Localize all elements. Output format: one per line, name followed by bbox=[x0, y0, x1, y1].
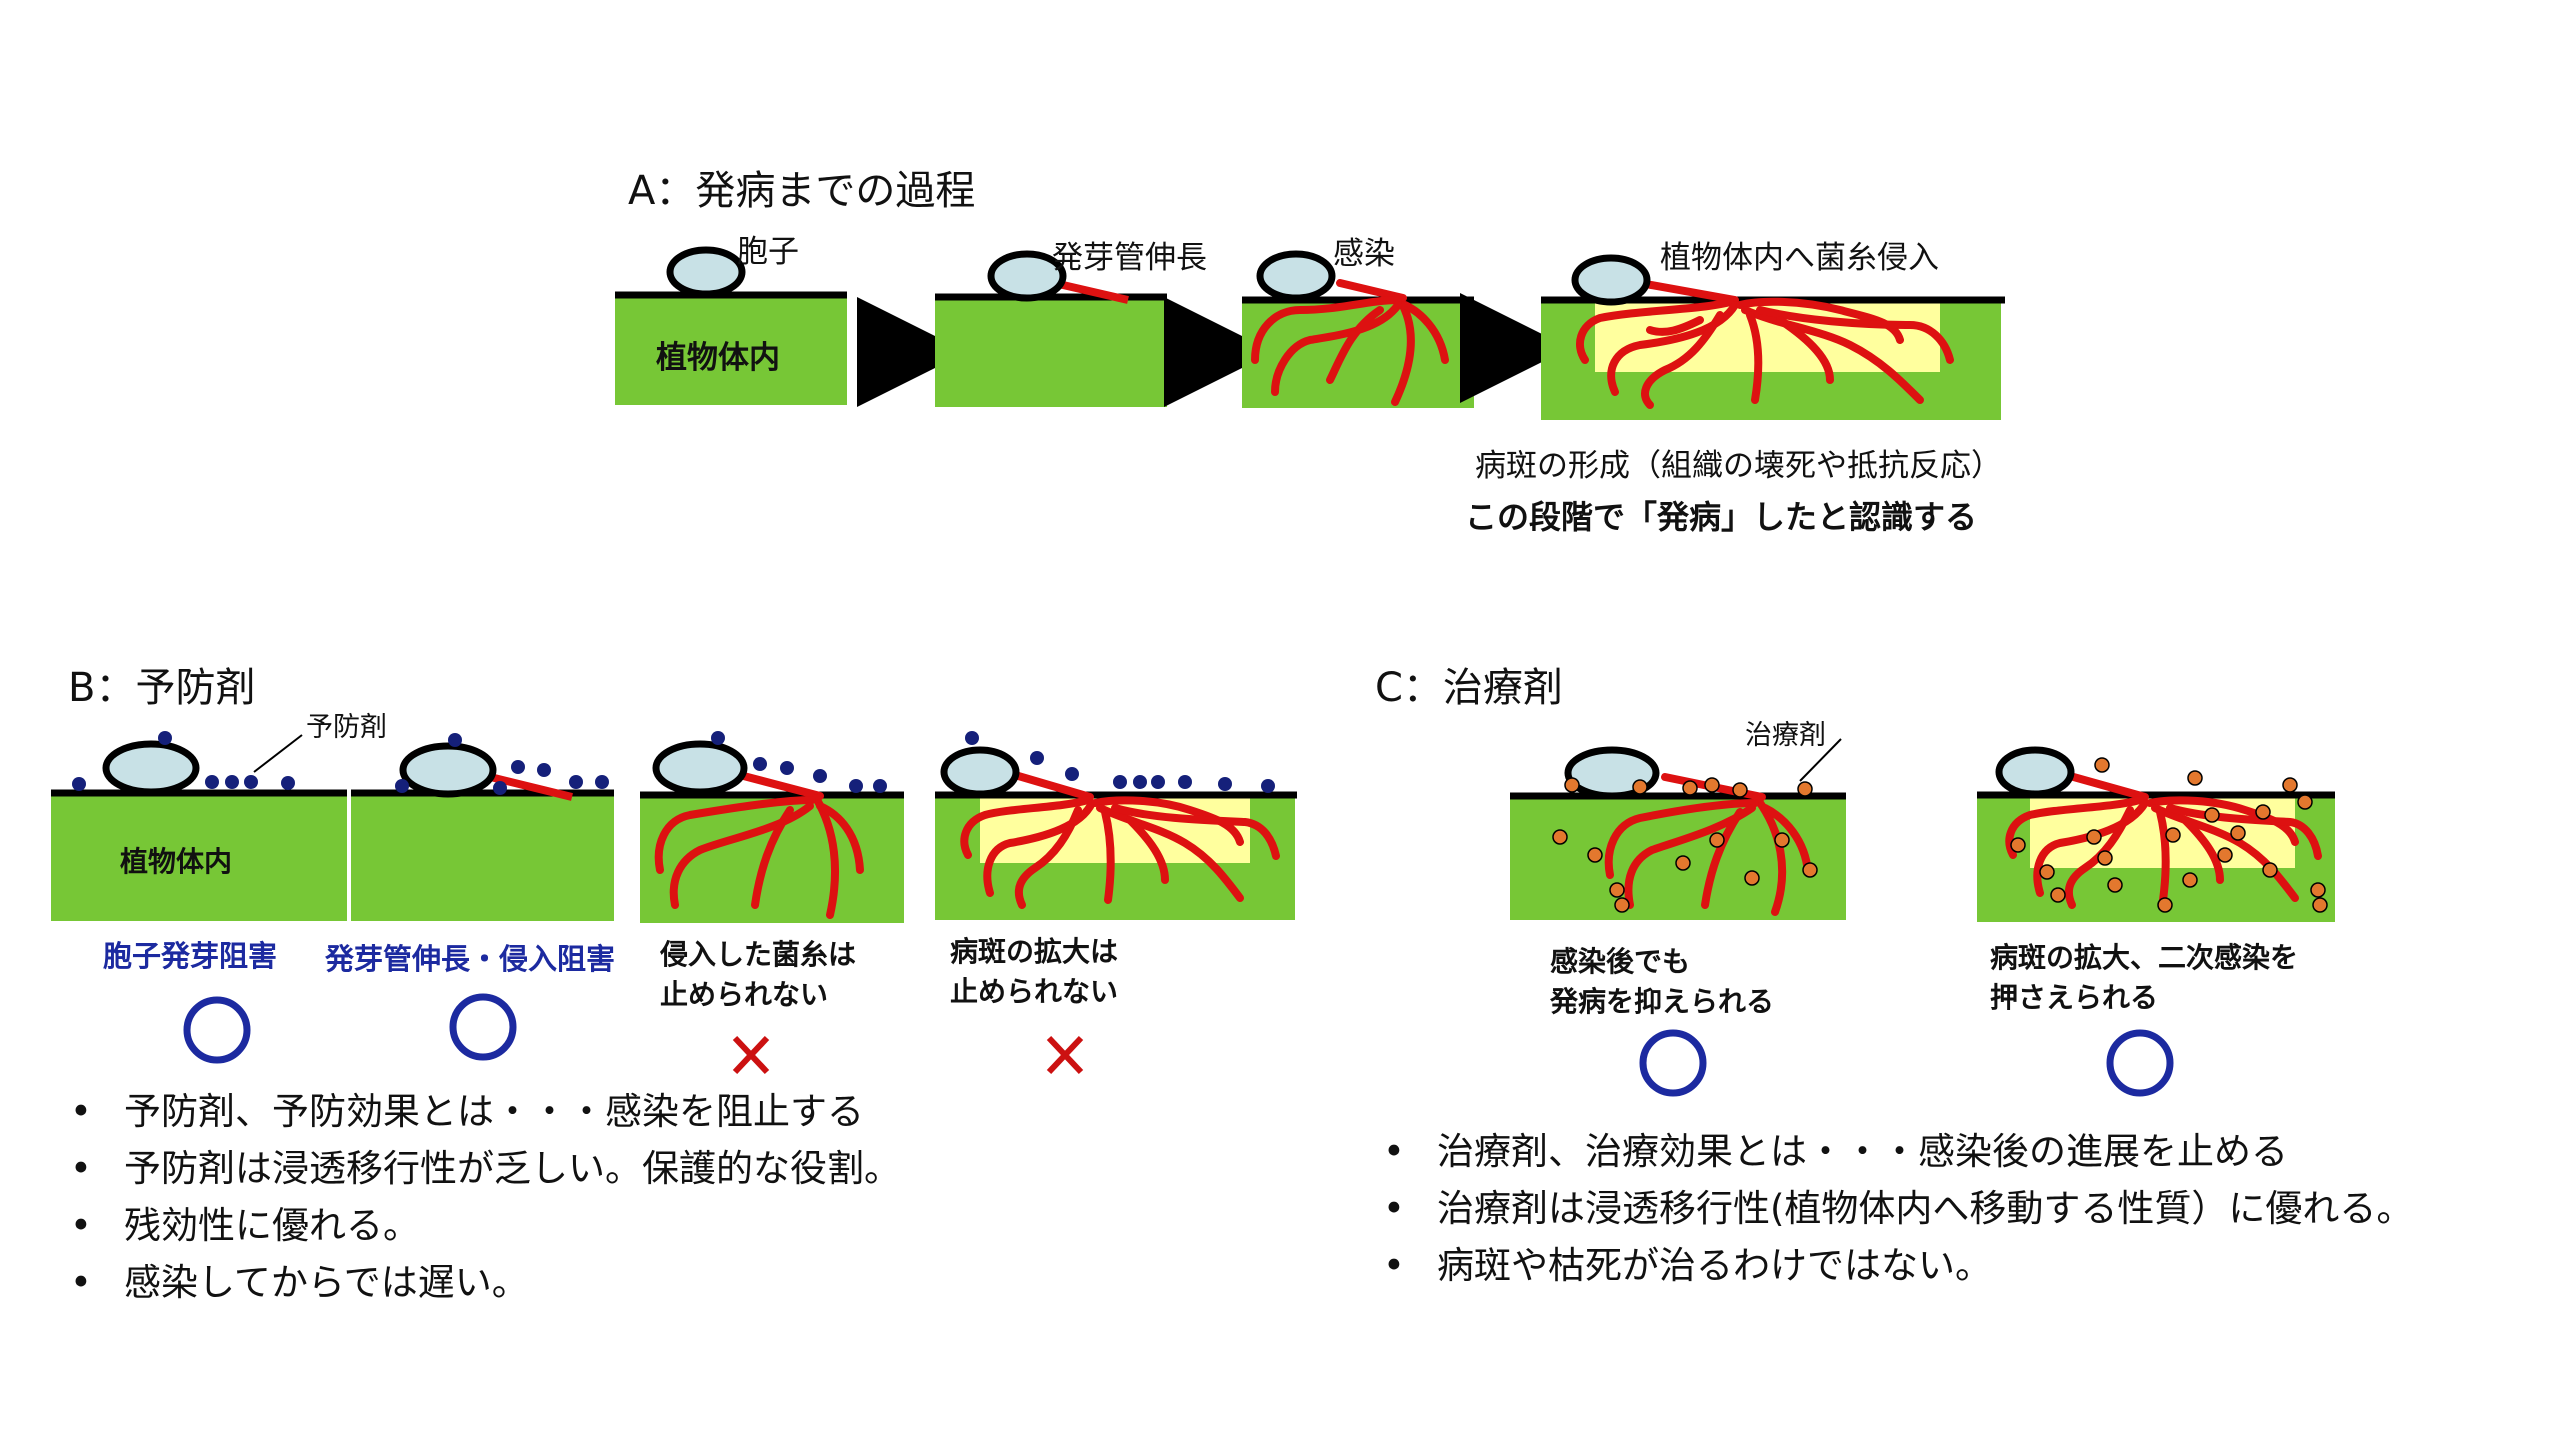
panel-b3-hyphae-invaded bbox=[640, 731, 904, 923]
panel-a1-spore bbox=[615, 246, 847, 405]
label-spore: 胞子 bbox=[737, 234, 799, 270]
ineffective-cross-b3 bbox=[732, 1035, 770, 1075]
section-c-heading: C：治療剤 bbox=[1375, 665, 1563, 711]
panel-a4-hyphae-invasion bbox=[1541, 254, 2005, 420]
label-hyphae-invasion: 植物体内へ菌糸侵入 bbox=[1660, 240, 1939, 276]
spore-icon bbox=[652, 740, 748, 796]
effective-circle-b2 bbox=[449, 993, 517, 1061]
caption-c1: 感染後でも 発病を抑えられる bbox=[1550, 945, 1775, 1018]
panel-c2-curative-lesion bbox=[1977, 746, 2335, 922]
effective-circle-b1 bbox=[183, 996, 251, 1064]
caption-b2: 発芽管伸長・侵入阻害 bbox=[325, 942, 616, 976]
panel-b1-spore-with-preventive bbox=[51, 731, 347, 921]
panel-b4-lesion-expansion bbox=[935, 731, 1297, 920]
spore-icon bbox=[987, 250, 1067, 302]
bullet-c1: 治療剤、治療効果とは・・・感染後の進展を止める bbox=[1375, 1123, 2413, 1180]
panel-b2-germ-tube-preventive bbox=[351, 733, 614, 921]
caption-b3: 侵入した菌糸は 止められない bbox=[660, 938, 857, 1011]
label-preventive-agent: 予防剤 bbox=[306, 712, 387, 743]
bullet-b4: 感染してからでは遅い。 bbox=[62, 1254, 901, 1311]
bullet-b1: 予防剤、予防効果とは・・・感染を阻止する bbox=[62, 1083, 901, 1140]
caption-b1: 胞子発芽阻害 bbox=[103, 939, 278, 973]
spore-icon bbox=[666, 246, 746, 298]
bullet-b3: 残効性に優れる。 bbox=[62, 1197, 901, 1254]
spore-icon bbox=[1995, 746, 2075, 798]
spore-icon bbox=[102, 740, 200, 796]
spore-icon bbox=[399, 742, 497, 798]
section-b-heading: B：予防剤 bbox=[68, 665, 256, 711]
bullet-b2: 予防剤は浸透移行性が乏しい。保護的な役割。 bbox=[62, 1140, 901, 1197]
label-infection: 感染 bbox=[1333, 236, 1395, 272]
bullet-c3: 病斑や枯死が治るわけではない。 bbox=[1375, 1237, 2413, 1294]
label-plant-inside-b: 植物体内 bbox=[120, 845, 233, 878]
caption-c2: 病斑の拡大、二次感染を 押さえられる bbox=[1990, 941, 2299, 1014]
ineffective-cross-b4 bbox=[1046, 1035, 1084, 1075]
spore-icon bbox=[1571, 254, 1651, 306]
recognition-note: この段階で「発病」したと認識する bbox=[1465, 498, 1978, 536]
effective-circle-c1 bbox=[1639, 1029, 1707, 1097]
panel-c1-curative-infection bbox=[1510, 738, 1846, 920]
lesion-note: 病斑の形成（組織の壊死や抵抗反応） bbox=[1475, 448, 2002, 484]
section-c-bullets: 治療剤、治療効果とは・・・感染後の進展を止める 治療剤は浸透移行性(植物体内へ移… bbox=[1375, 1123, 2413, 1294]
panel-a2-germ-tube bbox=[935, 250, 1167, 407]
effective-circle-c2 bbox=[2106, 1029, 2174, 1097]
section-b-bullets: 予防剤、予防効果とは・・・感染を阻止する 予防剤は浸透移行性が乏しい。保護的な役… bbox=[62, 1083, 901, 1311]
panel-a3-infection bbox=[1242, 250, 1474, 408]
label-plant-inside-a: 植物体内 bbox=[656, 340, 780, 376]
caption-b4: 病斑の拡大は 止められない bbox=[950, 935, 1119, 1008]
spore-icon bbox=[940, 746, 1020, 798]
label-curative-agent: 治療剤 bbox=[1745, 720, 1826, 751]
label-germ-tube: 発芽管伸長 bbox=[1052, 240, 1207, 276]
section-a-heading: A：発病までの過程 bbox=[628, 168, 976, 214]
bullet-c2: 治療剤は浸透移行性(植物体内へ移動する性質）に優れる。 bbox=[1375, 1180, 2413, 1237]
spore-icon bbox=[1256, 250, 1336, 302]
